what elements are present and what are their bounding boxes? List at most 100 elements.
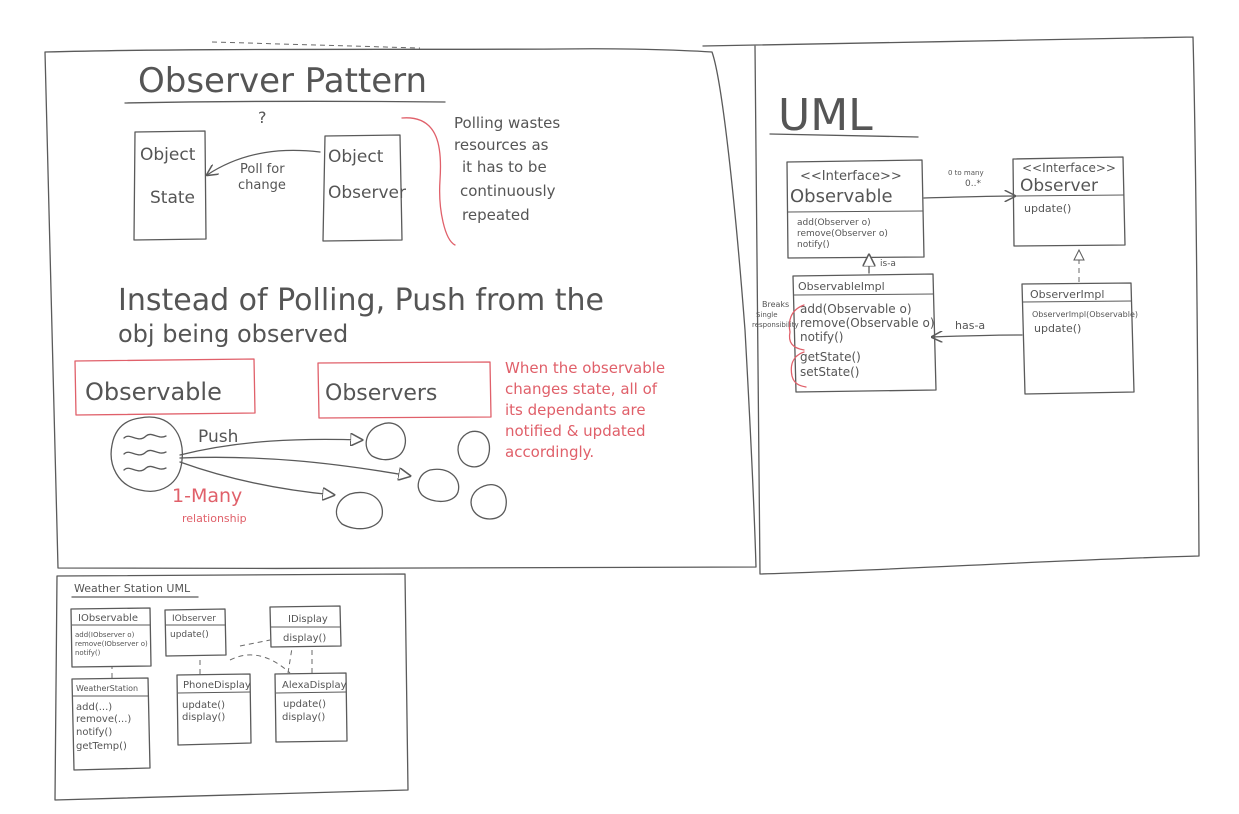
phone-method-1: update() [182, 700, 225, 711]
observable-impl-name: ObservableImpl [798, 280, 885, 293]
red-note-1: When the observable [505, 359, 665, 377]
observer-pattern-panel: Observer Pattern ? Object State Poll for… [44, 41, 757, 570]
object-observer-line1: Object [328, 147, 384, 167]
observable-interface-box [786, 159, 925, 259]
push-arrow-2 [179, 456, 410, 476]
observer-blob-2 [457, 430, 491, 468]
instead-line2: obj being observed [118, 320, 348, 348]
observable-method-2: remove(Observer o) [797, 229, 888, 239]
weather-title: Weather Station UML [74, 582, 191, 595]
association-arrow [923, 196, 1015, 198]
is-a-label: is-a [880, 259, 896, 269]
observer-stereotype: <<Interface>> [1022, 161, 1116, 175]
observers-red-box [317, 361, 492, 419]
observable-method-3: notify() [797, 240, 830, 250]
impl-method-3: notify() [800, 330, 843, 344]
iobserver-name: IObserver [172, 614, 216, 624]
wave-2 [123, 449, 167, 456]
object-state-box [133, 130, 207, 241]
red-note-3: its dependants are [505, 401, 646, 419]
poll-label-line1: Poll for [240, 162, 285, 177]
association-multiplicity: 0..* [965, 179, 981, 189]
weather-station-panel: Weather Station UML IObservable add(IObs… [54, 573, 409, 801]
ws-method-3: notify() [76, 727, 112, 738]
red-bracket-impl-1 [788, 304, 805, 351]
phone-display-name: PhoneDisplay [183, 680, 251, 691]
observer-name: Observer [1020, 176, 1098, 196]
idisplay-method-1: display() [283, 633, 326, 644]
panel-top-scribble [211, 41, 421, 49]
has-a-label: has-a [955, 319, 985, 332]
question-mark: ? [258, 108, 267, 127]
iobservable-name: IObservable [78, 613, 138, 624]
observers-box-label: Observers [325, 381, 437, 406]
observable-method-1: add(Observer o) [797, 218, 871, 228]
polling-note-5: repeated [462, 206, 530, 224]
impl-method-2: remove(Observable o) [800, 316, 935, 330]
iobservable-method-3: notify() [75, 649, 101, 657]
uml-title: UML [778, 90, 873, 141]
observable-red-box [74, 358, 256, 416]
iobservable-box [70, 607, 152, 668]
ws-method-1: add(...) [76, 702, 112, 713]
observer-impl-name: ObserverImpl [1030, 288, 1104, 301]
observer-blob-5 [335, 491, 383, 530]
observable-name: Observable [790, 186, 893, 207]
polling-note-3: it has to be [462, 158, 547, 176]
observer-impl-method-1: ObserverImpl(Observable) [1032, 310, 1138, 319]
breaks-note-1: Breaks [762, 300, 789, 309]
observer-interface-box [1012, 156, 1126, 247]
subject-blob [110, 416, 184, 492]
push-arrow-1 [179, 439, 362, 456]
observer-method-1: update() [1024, 202, 1071, 215]
alexa-method-2: display() [282, 712, 325, 723]
uml-title-underline [769, 133, 919, 138]
polling-note-2: resources as [454, 136, 549, 154]
breaks-note-3: responsibility [752, 321, 799, 329]
observer-impl-method-2: update() [1034, 322, 1081, 335]
observer-pattern-title: Observer Pattern [138, 61, 427, 101]
relationship-label: relationship [182, 512, 247, 525]
uml-panel-frame [702, 36, 1200, 575]
has-a-arrow [932, 335, 1023, 337]
impl-method-5: setState() [800, 365, 859, 379]
poll-arrow [207, 149, 321, 175]
polling-note-4: continuously [460, 182, 556, 200]
uml-panel: UML <<Interface>> Observable add(Observe… [702, 36, 1200, 575]
impl-method-4: getState() [800, 350, 861, 364]
alexa-display-box [274, 672, 348, 743]
observable-box-label: Observable [85, 378, 222, 406]
breaks-note-2: Single [756, 311, 778, 319]
idisplay-name: IDisplay [288, 614, 328, 625]
observable-stereotype: <<Interface>> [800, 169, 902, 184]
weather-panel-frame [54, 573, 409, 801]
title-underline [124, 100, 446, 104]
iobservable-method-2: remove(IObserver o) [75, 640, 148, 648]
poll-label-line2: change [238, 178, 286, 193]
alexa-display-name: AlexaDisplay [282, 680, 347, 691]
weather-station-name: WeatherStation [76, 684, 138, 693]
red-note-4: notified & updated [505, 422, 646, 440]
impl-method-1: add(Observable o) [800, 302, 912, 316]
object-observer-box [322, 134, 403, 242]
ws-method-2: remove(...) [76, 714, 131, 725]
phone-method-2: display() [182, 712, 225, 723]
iobserver-box [164, 608, 227, 657]
observer-blob-4 [470, 484, 507, 520]
observable-impl-box [792, 273, 937, 393]
ws-method-4: getTemp() [76, 741, 127, 752]
object-state-line1: Object [140, 145, 196, 165]
wave-1 [123, 433, 167, 440]
push-label: Push [198, 427, 238, 447]
red-bracket-impl-2 [790, 351, 807, 388]
red-note-2: changes state, all of [505, 380, 658, 398]
observer-impl-box [1021, 282, 1135, 395]
observer-blob-3 [417, 468, 460, 503]
polling-note-1: Polling wastes [454, 114, 560, 132]
weather-station-box [71, 677, 151, 771]
one-many-label: 1-Many [172, 485, 242, 507]
phone-display-box [176, 673, 252, 746]
red-bracket [401, 117, 456, 246]
push-arrow-3 [179, 461, 334, 495]
